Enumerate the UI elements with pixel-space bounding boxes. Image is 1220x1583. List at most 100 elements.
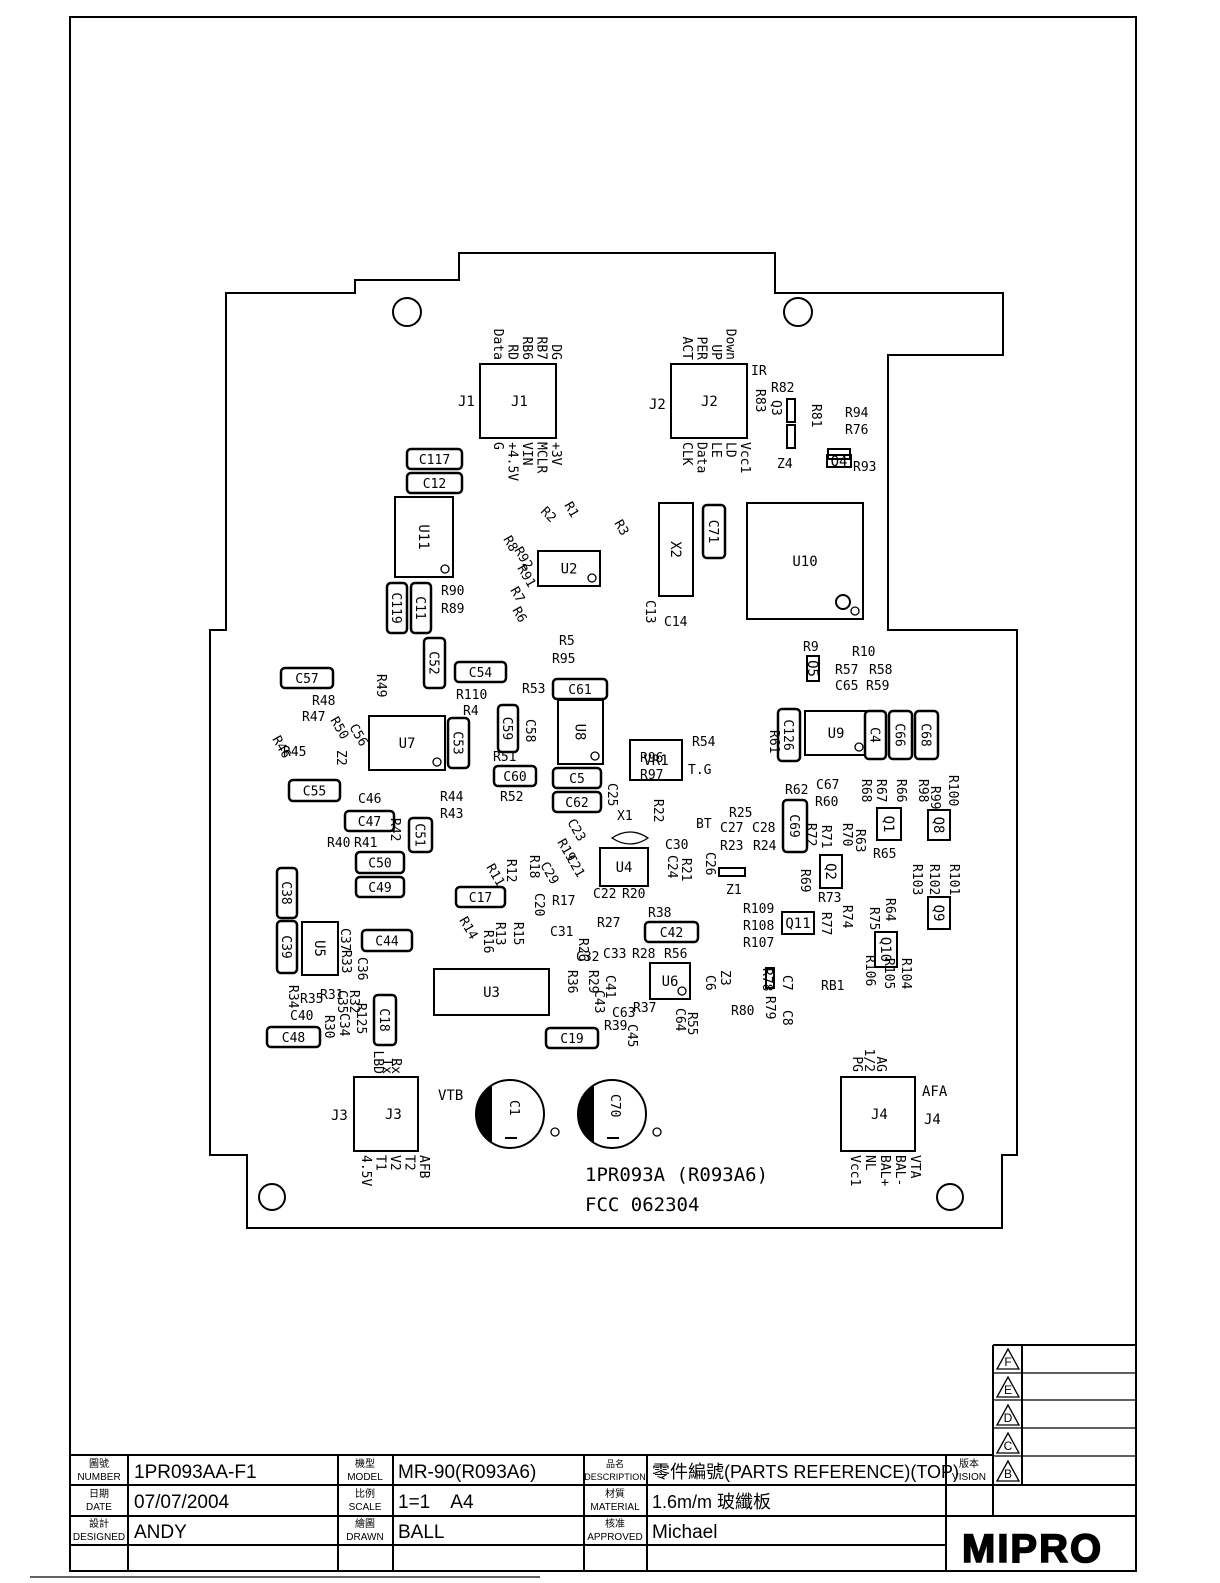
- label-c14: C14: [664, 615, 688, 630]
- pin-label: BAL-: [892, 1155, 907, 1186]
- value-designed: ANDY: [134, 1522, 187, 1543]
- label-c13: C13: [642, 600, 657, 623]
- label-r35: R35: [300, 992, 323, 1007]
- label-c27: C27: [720, 821, 743, 836]
- label-z2: Z2: [333, 750, 348, 766]
- svg-text:J4: J4: [871, 1107, 888, 1123]
- label-r52: R52: [500, 790, 523, 805]
- label-x1: X1: [617, 809, 633, 824]
- component-x2: X2: [658, 502, 694, 597]
- label-tg: T.G: [688, 763, 712, 778]
- label-c20: C20: [531, 893, 546, 916]
- pin-label: Vcc1: [847, 1155, 862, 1186]
- label-c46: C46: [358, 792, 381, 807]
- svg-text:U7: U7: [399, 736, 416, 752]
- label-r39: R39: [604, 1019, 627, 1034]
- label-c67: C67: [816, 778, 839, 793]
- label-r98: R98: [915, 779, 930, 802]
- svg-text:MIPRO: MIPRO: [962, 1527, 1103, 1571]
- smd-pad: [786, 424, 796, 449]
- label-r97: R97: [640, 768, 663, 783]
- svg-text:VR1: VR1: [643, 753, 668, 769]
- component-u5: U5: [301, 921, 339, 976]
- label-c36: C36: [354, 957, 369, 980]
- svg-text:C18: C18: [376, 1008, 391, 1031]
- label-r31: R31: [320, 988, 343, 1003]
- pin-label: 4.5V: [358, 1155, 373, 1186]
- label-c43: C43: [591, 990, 606, 1013]
- component-c38: C38: [275, 866, 299, 920]
- label-c35: C35: [334, 990, 349, 1013]
- label-r109: R109: [743, 902, 774, 917]
- component-c50: C50: [354, 850, 406, 875]
- svg-text:U3: U3: [483, 985, 500, 1001]
- pin-label: MCLR: [534, 442, 549, 473]
- component-q1: Q1: [876, 807, 902, 841]
- label-r61: R61: [766, 730, 781, 753]
- svg-text:C48: C48: [282, 1031, 305, 1046]
- smd-pad: [718, 867, 746, 877]
- label-c58: C58: [522, 719, 537, 742]
- label-c37: C37: [337, 928, 352, 951]
- label-c32: C32: [576, 950, 599, 965]
- label-r48: R48: [312, 694, 335, 709]
- svg-text:VTB: VTB: [438, 1088, 463, 1104]
- component-c54: C54: [453, 660, 508, 684]
- pcb-outline: [209, 252, 1018, 1229]
- label-r76: R76: [845, 423, 868, 438]
- component-q8: Q8: [927, 809, 951, 841]
- pin-label: LE: [708, 442, 723, 458]
- pin-label: Down: [723, 329, 738, 360]
- svg-text:C55: C55: [303, 785, 326, 800]
- label-c6: C6: [702, 975, 717, 991]
- label-r56: R56: [664, 947, 687, 962]
- revision-e: E: [995, 1375, 1021, 1398]
- label-c31: C31: [550, 925, 573, 940]
- label-r65: R65: [873, 847, 896, 862]
- label-r18: R18: [526, 855, 541, 878]
- component-c49: C49: [354, 875, 406, 899]
- svg-text:U8: U8: [572, 724, 588, 741]
- label-r40: R40: [327, 836, 350, 851]
- label-r53: R53: [522, 682, 545, 697]
- label-r63: R63: [852, 829, 867, 852]
- pin-label: RD: [505, 344, 520, 360]
- label-r10: R10: [852, 645, 875, 660]
- label-c40: C40: [290, 1009, 313, 1024]
- pin-label: +4.5V: [505, 442, 520, 481]
- svg-text:C53: C53: [450, 731, 465, 754]
- svg-text:C17: C17: [469, 891, 492, 906]
- label-c65: C65: [835, 679, 858, 694]
- pin-label: Data: [694, 442, 709, 473]
- mounting-hole: [392, 297, 422, 327]
- label-r69: R69: [797, 869, 812, 892]
- pin-label: +3V: [548, 442, 563, 466]
- label-r125: R125: [353, 1003, 368, 1034]
- mounting-hole: [783, 297, 813, 327]
- label-q3: Q3: [768, 400, 783, 416]
- pin-label: PG: [849, 1056, 864, 1072]
- label-r64: R64: [882, 898, 897, 922]
- label-r5: R5: [559, 634, 575, 649]
- revision-b: B: [995, 1459, 1021, 1482]
- label-r81: R81: [808, 404, 823, 427]
- label-r73: R73: [818, 891, 841, 906]
- component-u10: U10: [746, 502, 864, 620]
- svg-text:J4: J4: [924, 1112, 941, 1128]
- mounting-hole: [258, 1183, 286, 1211]
- svg-text:C50: C50: [368, 857, 391, 872]
- label-c25: C25: [604, 783, 619, 806]
- component-u9: U9: [804, 710, 868, 756]
- smd-pad: [827, 448, 851, 460]
- value-scale: 1=1 A4: [398, 1492, 474, 1513]
- value-model: MR-90(R093A6): [398, 1462, 536, 1483]
- label-r33: R33: [338, 950, 353, 973]
- svg-text:C59: C59: [499, 717, 514, 740]
- label-r42: R42: [387, 818, 402, 841]
